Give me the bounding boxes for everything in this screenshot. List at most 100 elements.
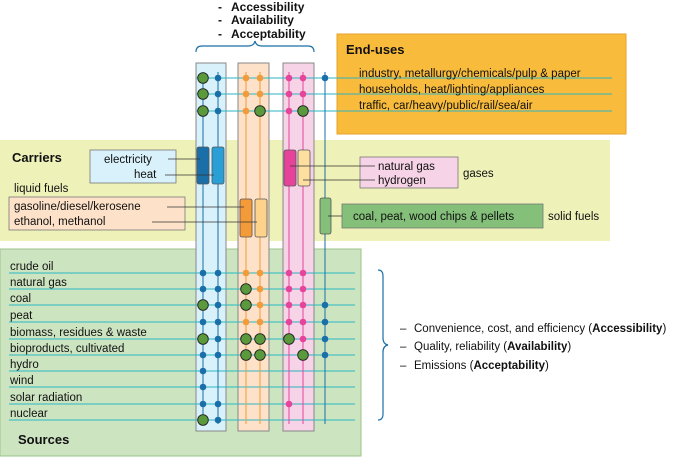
node-small bbox=[285, 301, 293, 309]
source-label: coal bbox=[10, 293, 31, 305]
node-small bbox=[285, 90, 293, 98]
end-use-item: traffic, car/heavy/public/rail/sea/air bbox=[359, 100, 533, 112]
node-small bbox=[214, 335, 222, 343]
liquid-fuel-item: ethanol, methanol bbox=[14, 216, 105, 228]
node-large bbox=[197, 333, 209, 345]
solid-fuels-box bbox=[341, 203, 544, 229]
source-label: crude oil bbox=[10, 261, 53, 273]
hydrogen-bar bbox=[297, 149, 311, 187]
gases-column bbox=[282, 62, 315, 432]
node-small bbox=[199, 351, 207, 359]
node-large bbox=[197, 414, 209, 426]
node-small bbox=[214, 107, 222, 115]
node-small bbox=[299, 90, 307, 98]
end-uses-title: End-uses bbox=[346, 42, 405, 57]
node-small bbox=[285, 269, 293, 277]
node-small bbox=[199, 400, 207, 408]
top-brace bbox=[195, 40, 315, 53]
node-small bbox=[242, 318, 250, 326]
node-small bbox=[321, 351, 329, 359]
node-small bbox=[256, 318, 264, 326]
node-small bbox=[242, 90, 250, 98]
electricity-label: electricity bbox=[104, 154, 152, 166]
gases-label: gases bbox=[463, 168, 494, 180]
criteria-top-dash: - bbox=[218, 0, 222, 14]
node-small bbox=[214, 269, 222, 277]
node-small bbox=[199, 367, 207, 375]
gas-item: hydrogen bbox=[378, 175, 426, 187]
carriers-title: Carriers bbox=[12, 150, 62, 165]
gases-box bbox=[359, 156, 459, 189]
node-large bbox=[297, 105, 309, 117]
source-label: solar radiation bbox=[10, 392, 82, 404]
node-small bbox=[214, 351, 222, 359]
node-small bbox=[256, 74, 264, 82]
node-small bbox=[214, 74, 222, 82]
criteria-right-item: Convenience, cost, and efficiency (Acces… bbox=[414, 323, 666, 335]
node-small bbox=[285, 285, 293, 293]
electricity-bar bbox=[196, 146, 210, 185]
right-brace bbox=[377, 269, 389, 421]
node-large bbox=[240, 299, 252, 311]
source-label: nuclear bbox=[10, 408, 48, 420]
heat-bar bbox=[211, 146, 225, 185]
end-use-item: households, heat/lighting/appliances bbox=[359, 84, 545, 96]
node-small bbox=[285, 318, 293, 326]
criteria-right-item: Emissions (Acceptability) bbox=[414, 360, 549, 372]
node-small bbox=[214, 400, 222, 408]
node-small bbox=[214, 318, 222, 326]
source-label: bioproducts, cultivated bbox=[10, 343, 124, 355]
criteria-right-item: Quality, reliability (Availability) bbox=[414, 341, 571, 353]
node-small bbox=[256, 269, 264, 277]
node-small bbox=[299, 74, 307, 82]
node-small bbox=[199, 383, 207, 391]
criteria-right-dash: – bbox=[400, 341, 407, 353]
node-large bbox=[254, 333, 266, 345]
node-large bbox=[254, 105, 266, 117]
liquid-fuel-item: gasoline/diesel/kerosene bbox=[14, 201, 141, 213]
node-large bbox=[197, 72, 209, 84]
source-label: wind bbox=[9, 375, 34, 387]
node-large bbox=[240, 283, 252, 295]
node-small bbox=[199, 269, 207, 277]
node-small bbox=[242, 74, 250, 82]
gas-item: natural gas bbox=[378, 161, 435, 173]
node-large bbox=[297, 349, 309, 361]
end-uses-box bbox=[336, 33, 627, 135]
source-label: peat bbox=[10, 310, 33, 322]
ethanol-bar bbox=[254, 198, 268, 238]
natural-gas-bar bbox=[283, 149, 297, 187]
node-small bbox=[214, 301, 222, 309]
node-small bbox=[214, 90, 222, 98]
electricity-heat-box bbox=[89, 149, 177, 184]
node-small bbox=[299, 335, 307, 343]
node-small bbox=[256, 285, 264, 293]
node-large bbox=[197, 88, 209, 100]
liquid-fuels-column bbox=[237, 62, 270, 432]
source-label: hydro bbox=[10, 359, 39, 371]
criteria-right-list: – Convenience, cost, and efficiency (Acc… bbox=[400, 323, 666, 372]
end-use-item: industry, metallurgy/chemicals/pulp & pa… bbox=[359, 68, 581, 80]
node-large bbox=[240, 349, 252, 361]
source-label: biomass, residues & waste bbox=[10, 327, 147, 339]
node-small bbox=[199, 285, 207, 293]
node-small bbox=[214, 285, 222, 293]
criteria-right-dash: – bbox=[400, 360, 407, 372]
node-small bbox=[299, 301, 307, 309]
heat-label: heat bbox=[134, 169, 157, 181]
criteria-top-dash: - bbox=[218, 13, 222, 27]
node-large bbox=[283, 333, 295, 345]
node-large bbox=[197, 299, 209, 311]
node-small bbox=[285, 74, 293, 82]
solid-fuels-item: coal, peat, wood chips & pellets bbox=[353, 211, 514, 223]
gasoline-bar bbox=[239, 198, 253, 238]
node-large bbox=[254, 349, 266, 361]
node-large bbox=[240, 333, 252, 345]
criteria-top-accessibility: Accessibility bbox=[231, 0, 305, 14]
node-small bbox=[299, 285, 307, 293]
node-small bbox=[242, 107, 250, 115]
node-small bbox=[199, 318, 207, 326]
node-small bbox=[321, 318, 329, 326]
node-small bbox=[299, 318, 307, 326]
